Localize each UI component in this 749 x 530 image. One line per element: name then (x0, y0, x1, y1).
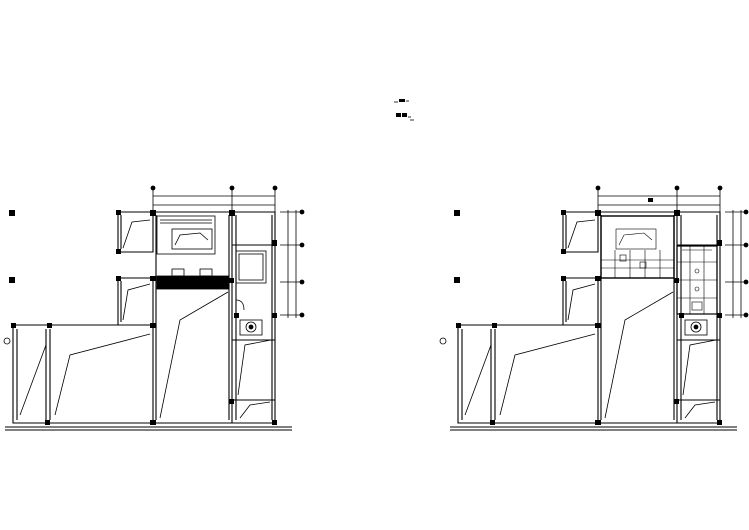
right-dimension-line-right (725, 209, 749, 318)
columns (11, 210, 277, 425)
ceiling-grid (600, 215, 718, 315)
stair-core (156, 215, 216, 255)
right-floor-plan (439, 185, 749, 431)
wall-outline-right (450, 211, 737, 431)
furniture (156, 250, 267, 318)
left-floor-plan (3, 185, 305, 431)
right-dimension-line (280, 209, 305, 318)
fan-unit-right (684, 319, 708, 336)
title-block (394, 99, 414, 121)
wall-outline (5, 211, 292, 431)
columns-right (456, 210, 722, 425)
hatch-strokes (19, 219, 272, 419)
fan-unit (239, 319, 263, 336)
top-dimension-line (150, 185, 278, 212)
hatch-strokes-right (464, 219, 717, 419)
top-dimension-line-right (595, 185, 723, 212)
